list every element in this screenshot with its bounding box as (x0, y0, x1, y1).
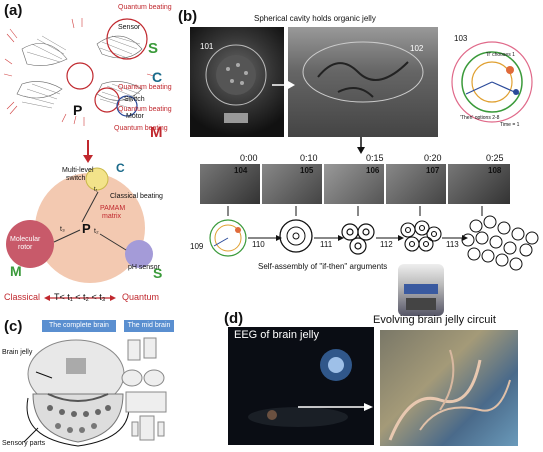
label-P-2: P (82, 221, 91, 236)
frame-104 (200, 164, 260, 204)
sensor-label: Sensor (118, 24, 141, 31)
label-109: 109 (190, 242, 204, 251)
sensory-parts-label: Sensory parts (2, 440, 46, 447)
classical-label: Classical (4, 292, 41, 302)
label-M-2: M (10, 263, 22, 279)
molecular-label: Molecular (10, 236, 41, 243)
eeg-photo (228, 327, 374, 445)
evolving-circuit-photo (380, 330, 518, 446)
label-C-2: C (116, 161, 125, 175)
frame-108 (448, 164, 510, 204)
rotor-label: rotor (18, 244, 33, 251)
ph-sensor-label: pH sensor (128, 264, 160, 271)
mid-brain-tab: The mid brain (124, 320, 174, 332)
dendrimer-assembly-image (3, 18, 155, 126)
time-3: 0:20 (424, 153, 442, 163)
brain-jelly-label: Brain jelly (2, 349, 33, 356)
spherical-cavity-title: Spherical cavity holds organic jelly (254, 14, 376, 23)
quantum-beating-label-4: Quantum beating (114, 125, 168, 132)
quantum-beating-label-1: Quantum beating (118, 4, 172, 11)
time-4: 0:25 (486, 153, 504, 163)
label-106: 106 (366, 166, 380, 175)
quantum-beating-label-3: Quantum beating (118, 106, 172, 113)
label-113: 113 (446, 240, 459, 249)
t1-label: t₁ (94, 187, 98, 193)
if-then-cycle-diagram (451, 41, 533, 123)
quantum-beating-label-2: Quantum beating (118, 84, 172, 91)
panel-c-label: (c) (4, 318, 23, 335)
down-arrow-icon (83, 140, 93, 163)
motor-label: Motor (126, 113, 144, 120)
self-assembly-row (209, 206, 539, 271)
time-1: 0:10 (300, 153, 318, 163)
label-S: S (148, 40, 159, 57)
brain-jelly-photo (398, 264, 444, 316)
panel-a-label: (a) (4, 2, 23, 19)
then-options-label: 'Then' options 2-8 (460, 115, 500, 121)
label-102: 102 (410, 44, 424, 53)
quantum-label: Quantum (122, 292, 160, 302)
right-arrow-icon (272, 81, 295, 89)
label-P: P (73, 102, 83, 118)
label-111: 111 (320, 240, 333, 249)
multi-level-label: Multi-level (62, 167, 94, 174)
label-101: 101 (200, 42, 214, 51)
pamam-label: PAMAM (100, 205, 126, 212)
label-C: C (152, 69, 163, 85)
label-M: M (150, 124, 163, 141)
t2-label: t₂ (94, 228, 99, 235)
down-arrow-icon-2 (357, 137, 365, 154)
time-scale-label: T< t₁ < t₂ < t₃ (54, 292, 106, 302)
label-104: 104 (234, 166, 248, 175)
time-label: Time = 1 (500, 122, 520, 128)
label-105: 105 (300, 166, 314, 175)
time-2: 0:15 (366, 153, 384, 163)
evolving-circuit-title: Evolving brain jelly circuit (373, 314, 496, 326)
eeg-title: EEG of brain jelly (234, 329, 319, 341)
panel-d-label: (d) (224, 310, 244, 327)
brain-model-drawing (23, 337, 167, 447)
photo-102 (288, 27, 438, 137)
label-112: 112 (380, 240, 393, 249)
quantum-schematic (6, 167, 153, 301)
time-0: 0:00 (240, 153, 258, 163)
frame-107 (386, 164, 446, 204)
label-108: 108 (488, 166, 502, 175)
switch-label-2: switch (66, 175, 86, 182)
complete-brain-tab: The complete brain (42, 320, 116, 332)
label-107: 107 (426, 166, 440, 175)
label-103: 103 (454, 34, 468, 43)
frame-105 (262, 164, 322, 204)
t3-label: t₃ (60, 226, 65, 233)
photo-101 (190, 27, 284, 137)
matrix-label: matrix (102, 213, 122, 220)
frame-106 (324, 164, 384, 204)
switch-label: Switch (124, 96, 145, 103)
self-assembly-caption: Self-assembly of "if-then" arguments (258, 262, 388, 271)
classical-beating-label: Classical beating (110, 193, 163, 200)
panel-b-label: (b) (178, 8, 198, 25)
if-chooses-label: 'If' chooses 1 (486, 52, 515, 58)
label-S-2: S (153, 265, 163, 281)
label-110: 110 (252, 240, 265, 249)
